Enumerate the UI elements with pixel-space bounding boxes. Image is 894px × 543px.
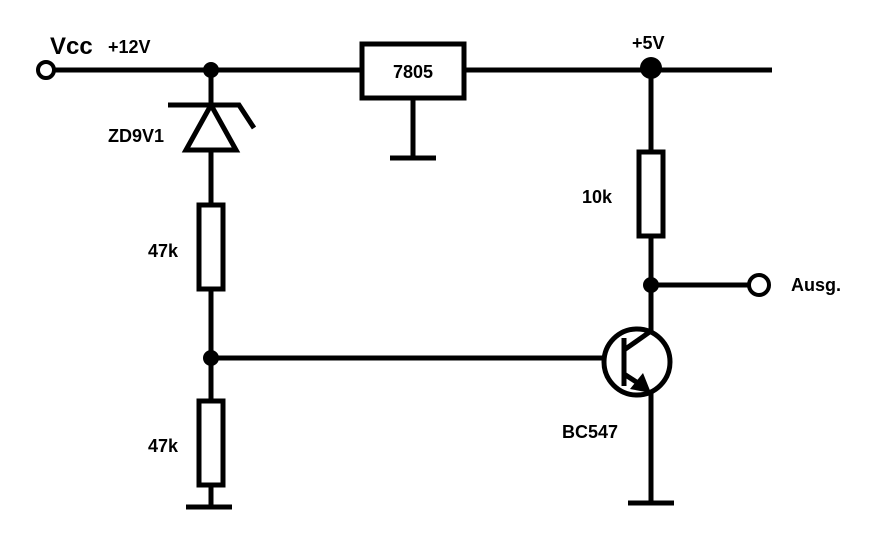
transistor-collector-lead <box>622 328 653 353</box>
resistor-47k-bottom <box>196 398 226 488</box>
transistor-label: BC547 <box>562 422 618 442</box>
output-voltage-label: +5V <box>632 33 665 53</box>
zener-label: ZD9V1 <box>108 126 164 146</box>
zener-diode-cathode <box>168 102 257 130</box>
junction-zener-top <box>203 62 219 78</box>
junction-5v <box>640 57 662 79</box>
transistor-bc547 <box>601 326 673 398</box>
zener-diode-body <box>181 99 241 153</box>
regulator-label: 7805 <box>393 62 433 82</box>
resistor-bottom-label: 47k <box>148 436 179 456</box>
vcc-label: Vcc <box>50 33 93 60</box>
transistor-emitter-arrow <box>630 373 651 393</box>
output-terminal <box>747 273 771 297</box>
resistor-top-label: 47k <box>148 241 179 261</box>
resistor-10k <box>636 149 666 239</box>
junction-output <box>643 277 659 293</box>
junction-divider-mid <box>203 350 219 366</box>
resistor-47k-top <box>196 202 226 292</box>
vcc-voltage-label: +12V <box>108 37 151 57</box>
output-label: Ausg. <box>791 275 841 295</box>
resistor-collector-label: 10k <box>582 187 613 207</box>
vcc-terminal <box>36 60 56 80</box>
